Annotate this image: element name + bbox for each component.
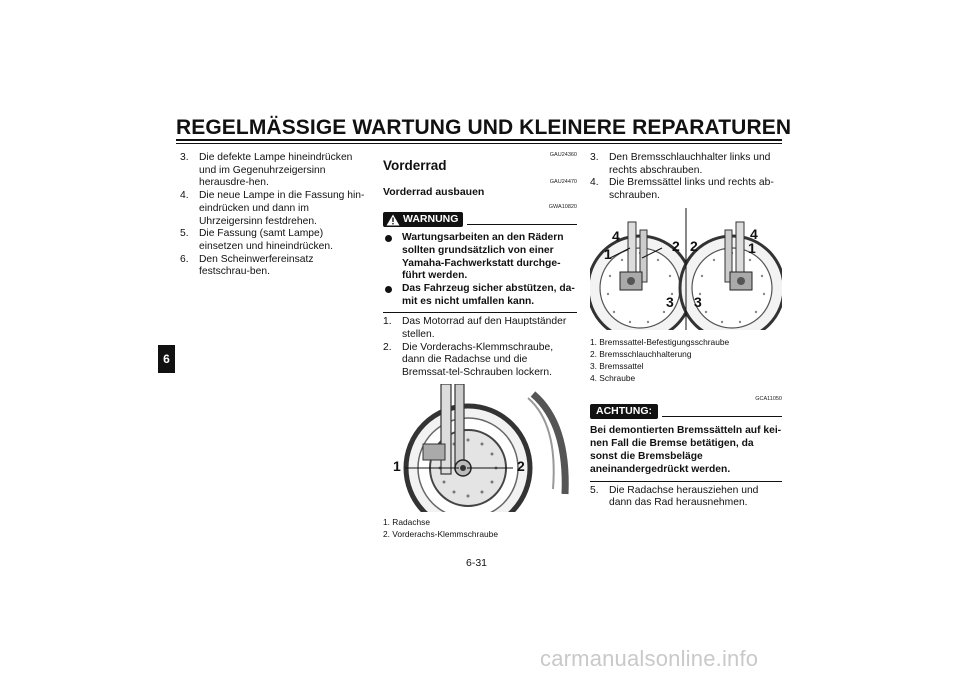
step-text: Den Scheinwerfereinsatz festschrau-ben. [199, 253, 314, 278]
subsection-title: Vorderrad ausbauen [383, 185, 485, 198]
warning-header: WARNUNG [383, 212, 577, 228]
step-text: Den Bremsschlauchhalter links und rechts… [609, 152, 771, 176]
list-item: 4. Die Bremssättel links und rechts ab-sc… [590, 177, 782, 202]
list-item: Wartungsarbeiten an den Rädern sollten g… [383, 232, 577, 283]
left-column: 3. Die defekte Lampe hineindrücken und im… [180, 152, 366, 279]
figure-callout-3-right: 3 [694, 293, 702, 310]
figure-callout-4-left: 4 [612, 227, 620, 244]
list-item: Das Fahrzeug sicher abstützen, da-mit es… [383, 283, 577, 308]
right-steps-bottom: 5. Die Radachse herausziehen und dann das… [590, 485, 782, 510]
brake-caliper-drawing [590, 207, 782, 330]
figure-callout-4-right: 4 [750, 225, 758, 242]
step-number: 5. [180, 228, 189, 240]
step-number: 4. [590, 177, 599, 189]
figure-callout-3-left: 3 [666, 293, 674, 310]
caution-rule [662, 415, 782, 417]
bullet-dot [385, 235, 392, 243]
step-text: Die Fassung (samt Lampe) einsetzen und h… [199, 228, 333, 252]
list-item: 1. Das Motorrad auf den Hauptständer stel… [383, 316, 577, 341]
caption-item: 2. Vorderachs-Klemmschraube [383, 528, 498, 539]
warning-box-bottom-rule [383, 312, 577, 314]
step-number: 3. [590, 152, 599, 163]
caution-code: GCA11050 [755, 395, 782, 402]
caption-item: 1. Bremssattel-Befestigungsschraube [590, 336, 730, 347]
page-number: 6-31 [466, 557, 488, 569]
middle-column: GAU24360 Vorderrad GAU24470 Vorderrad au… [383, 152, 577, 540]
step-number: 1. [383, 316, 392, 328]
middle-steps-list: 1. Das Motorrad auf den Hauptständer stel… [383, 316, 577, 380]
step-text: Die Radachse herausziehen und dann das R… [609, 484, 759, 509]
brake-caliper-figure: 4 1 2 3 2 4 1 3 [590, 207, 782, 330]
figure-callout-2: 2 [517, 457, 525, 474]
right-steps-top: 3. Den Bremsschlauchhalter links und rech… [590, 152, 782, 203]
step-number: 6. [180, 253, 189, 265]
caption-item: 2. Bremsschlauchhalterung [590, 348, 692, 359]
watermark: carmanualsonline.info [540, 646, 759, 671]
caption-item: 4. Schraube [590, 372, 636, 383]
page-header-title: REGELMÄSSIGE WARTUNG UND KLEINERE REPARA… [176, 116, 792, 139]
list-item: 5. Die Fassung (samt Lampe) einsetzen und… [180, 228, 366, 253]
chapter-tab: 6 [158, 345, 175, 373]
figure-callout-1: 1 [393, 457, 401, 474]
section-title: Vorderrad [383, 158, 447, 173]
step-text: Die neue Lampe in die Fassung hin-eindrü… [199, 190, 365, 227]
figure-callout-2-left: 2 [672, 237, 680, 254]
step-text: Die Vorderachs-Klemmschraube, dann die R… [402, 341, 554, 379]
bullet-dot [385, 285, 392, 293]
figure-captions: 1. Bremssattel-Befestigungsschraube 2. B… [590, 336, 782, 384]
step-number: 3. [180, 152, 189, 163]
caption-item: 1. Radachse [383, 516, 431, 527]
bullet-text: Das Fahrzeug sicher abstützen, da-mit es… [402, 282, 575, 307]
warning-code: GWA10820 [548, 204, 577, 211]
caution-text: Bei demontierten Bremssätteln auf kei-ne… [590, 424, 782, 476]
list-item: 4. Die neue Lampe in die Fassung hin-eind… [180, 190, 366, 228]
caution-badge: ACHTUNG: [590, 403, 658, 419]
figure-callout-2-right: 2 [690, 237, 698, 254]
list-item: 5. Die Radachse herausziehen und dann das… [590, 485, 782, 510]
step-number: 5. [590, 484, 599, 496]
step-text: Die Bremssättel links und rechts ab-schr… [609, 177, 774, 202]
subsection-code: GAU24470 [549, 178, 577, 185]
front-wheel-figure: 1 2 [383, 383, 577, 512]
warning-badge: WARNUNG [383, 212, 464, 228]
step-text: Die defekte Lampe hineindrücken und im G… [199, 152, 353, 189]
warning-rule [467, 224, 577, 226]
caution-header: ACHTUNG: [590, 403, 782, 419]
header-rule-thin [176, 143, 782, 144]
figure-captions: 1. Radachse 2. Vorderachs-Klemmschraube [383, 516, 577, 540]
caution-box-bottom-rule [590, 480, 782, 482]
step-number: 2. [383, 341, 392, 353]
list-item: 6. Den Scheinwerfereinsatz festschrau-ben… [180, 254, 366, 279]
list-item: 3. Die defekte Lampe hineindrücken und im… [180, 152, 366, 190]
bullet-text: Wartungsarbeiten an den Rädern sollten g… [402, 232, 564, 282]
step-number: 4. [180, 190, 189, 202]
warning-label: WARNUNG [403, 213, 459, 226]
list-item: 2. Die Vorderachs-Klemmschraube, dann die… [383, 342, 577, 380]
step-text: Das Motorrad auf den Hauptständer stelle… [402, 316, 567, 341]
warning-bullets: Wartungsarbeiten an den Rädern sollten g… [383, 232, 577, 308]
front-wheel-drawing [403, 383, 569, 512]
right-column: 3. Den Bremsschlauchhalter links und rech… [590, 152, 782, 510]
header-rule-thick [176, 139, 782, 141]
list-item: 3. Den Bremsschlauchhalter links und rech… [590, 152, 782, 177]
caption-item: 3. Bremssattel [590, 360, 644, 371]
warning-triangle-icon [386, 214, 400, 226]
left-steps-list: 3. Die defekte Lampe hineindrücken und im… [180, 152, 366, 279]
section-code: GAU24360 [549, 152, 577, 158]
figure-callout-1-left: 1 [604, 245, 612, 262]
figure-callout-1-right: 1 [748, 239, 756, 256]
